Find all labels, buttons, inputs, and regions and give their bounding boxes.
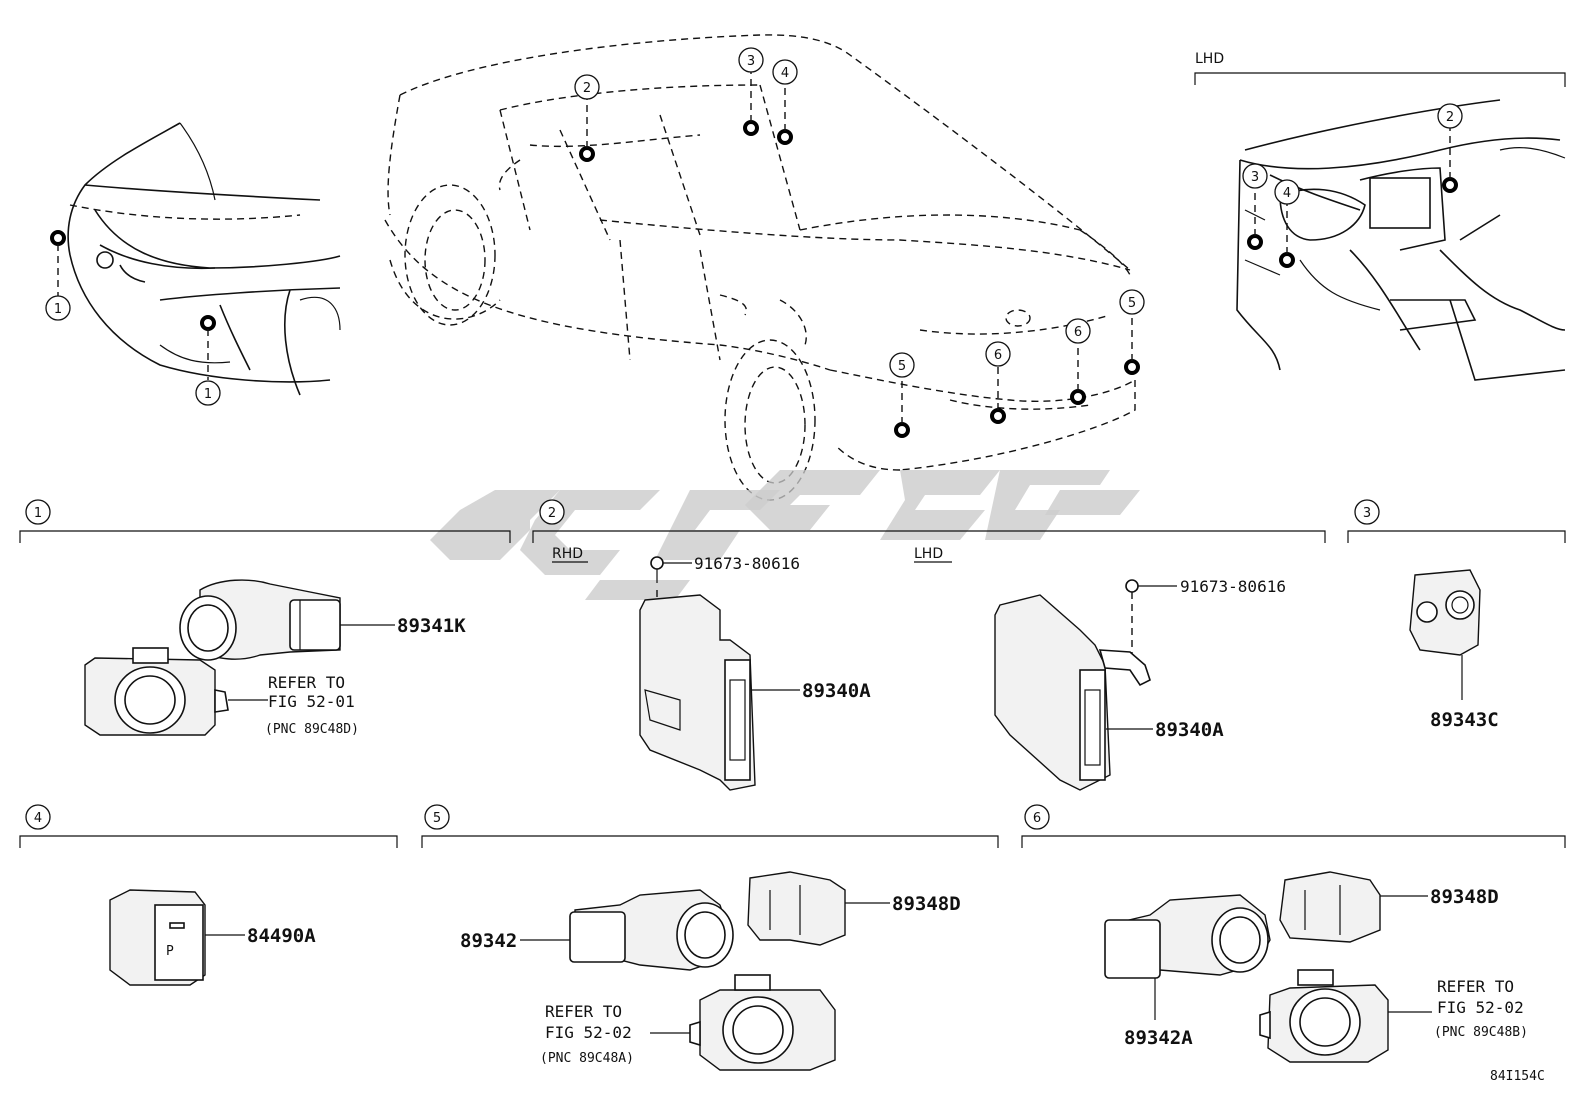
part-number-89343C[interactable]: 89343C xyxy=(1430,709,1499,731)
callout-1-label: 1 xyxy=(54,302,62,317)
callout-5 xyxy=(889,352,915,378)
callout-2-label: 2 xyxy=(583,81,591,96)
callout-2 xyxy=(1437,103,1463,129)
section-5-number: 5 xyxy=(433,811,441,826)
callout-4 xyxy=(772,59,798,85)
section-6-rear-sensor: 89342A 89348D REFER TO FIG 52-02 (PNC 89… xyxy=(1104,871,1528,1063)
refer-to-label: REFER TO xyxy=(545,1002,622,1021)
section-4-number: 4 xyxy=(34,811,42,826)
callout-5-label: 5 xyxy=(898,359,906,374)
part-number-89348D[interactable]: 89348D xyxy=(892,893,961,915)
refer-to-label: REFER TO xyxy=(268,673,345,692)
part-number-84490A[interactable]: 84490A xyxy=(247,925,316,947)
callout-6-label: 6 xyxy=(994,348,1002,363)
callout-2 xyxy=(574,74,600,100)
rhd-label: RHD xyxy=(552,546,583,562)
callout-3 xyxy=(1242,163,1268,189)
fig-reference-link[interactable]: FIG 52-02 xyxy=(545,1023,632,1042)
callout-6 xyxy=(985,341,1011,367)
section-2-rhd-ecu: RHD 91673-80616 89340A xyxy=(552,546,871,791)
pnc-reference: (PNC 89C48D) xyxy=(265,722,359,737)
pnc-reference: (PNC 89C48B) xyxy=(1434,1025,1528,1040)
part-number-89340A-rhd[interactable]: 89340A xyxy=(802,680,871,702)
vehicle-rear-view: 2 3 4 5 5 6 6 xyxy=(384,34,1145,501)
part-number-89342[interactable]: 89342 xyxy=(460,930,517,952)
refer-to-label: REFER TO xyxy=(1437,977,1514,996)
callout-5-label: 5 xyxy=(1128,296,1136,311)
section-4-switch: P 84490A xyxy=(109,889,316,986)
callout-6-label: 6 xyxy=(1074,325,1082,340)
section-5-rear-sensor: 89342 89348D REFER TO FIG 52-02 (PNC 89C… xyxy=(460,871,961,1071)
callout-1-label: 1 xyxy=(204,387,212,402)
part-number-89348D[interactable]: 89348D xyxy=(1430,886,1499,908)
callout-1 xyxy=(195,380,221,406)
callout-4-label: 4 xyxy=(781,66,789,81)
section-2-lhd-ecu: LHD 91673-80616 89340A xyxy=(914,546,1286,791)
lhd-ecu-label: LHD xyxy=(914,546,943,562)
callout-3 xyxy=(738,47,764,73)
callout-6 xyxy=(1065,318,1091,344)
callout-3-label: 3 xyxy=(747,54,755,69)
section-1-number: 1 xyxy=(34,506,42,521)
lhd-label: LHD xyxy=(1195,51,1224,67)
diagram-code: 84I154C xyxy=(1490,1069,1545,1084)
parking-assist-icon: P xyxy=(166,944,174,959)
callout-5 xyxy=(1119,289,1145,315)
callout-3-label: 3 xyxy=(1251,170,1259,185)
section-3-sensor: 89343C xyxy=(1409,569,1499,731)
front-bumper-view: 1 1 xyxy=(45,122,341,406)
fig-reference-link[interactable]: FIG 52-01 xyxy=(268,692,355,711)
bolt-part-number[interactable]: 91673-80616 xyxy=(694,554,800,573)
section-2-number: 2 xyxy=(548,506,556,521)
pnc-reference: (PNC 89C48A) xyxy=(540,1051,634,1066)
callout-4-label: 4 xyxy=(1283,186,1291,201)
fig-reference-link[interactable]: FIG 52-02 xyxy=(1437,998,1524,1017)
callout-2-label: 2 xyxy=(1446,110,1454,125)
section-3-number: 3 xyxy=(1363,506,1371,521)
callout-1 xyxy=(45,295,71,321)
part-number-89340A-lhd[interactable]: 89340A xyxy=(1155,719,1224,741)
section-1-front-sensor: 89341K REFER TO FIG 52-01 (PNC 89C48D) xyxy=(84,579,466,737)
section-6-number: 6 xyxy=(1033,811,1041,826)
callout-4 xyxy=(1274,179,1300,205)
lhd-dashboard-view: LHD 2 3 4 xyxy=(1194,51,1566,381)
part-number-89342A[interactable]: 89342A xyxy=(1124,1027,1193,1049)
bolt-part-number[interactable]: 91673-80616 xyxy=(1180,577,1286,596)
watermark-logo xyxy=(430,470,1140,600)
part-number-89341K[interactable]: 89341K xyxy=(397,615,466,637)
section-headers: 1 2 3 4 5 6 xyxy=(19,499,1566,848)
